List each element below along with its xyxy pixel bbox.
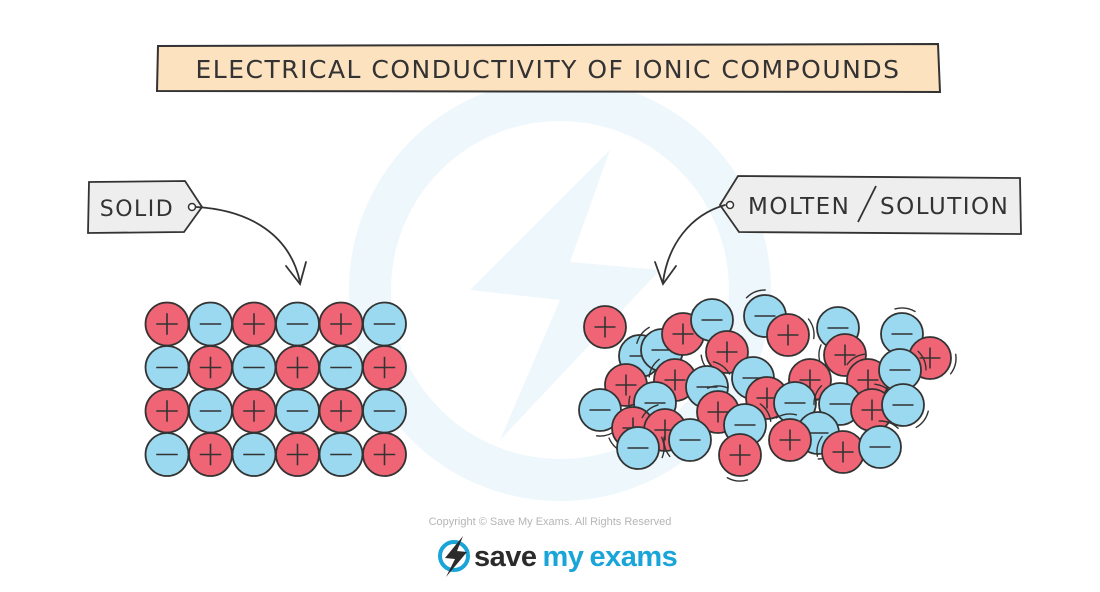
positive-ion xyxy=(231,301,277,347)
motion-line-icon xyxy=(894,307,916,313)
motion-line-icon xyxy=(775,413,798,419)
tag-hole-icon xyxy=(187,202,197,212)
motion-line-icon xyxy=(816,435,823,457)
negative-ion xyxy=(880,307,924,356)
positive-ion xyxy=(362,432,407,477)
motion-line-icon xyxy=(663,436,671,458)
motion-line-icon xyxy=(917,350,927,371)
positive-ion xyxy=(318,388,364,434)
positive-ion xyxy=(766,313,815,357)
molten-solution-tag: MOLTEN SOLUTION xyxy=(718,175,1022,235)
negative-ion xyxy=(881,383,929,429)
motion-line-icon xyxy=(636,326,650,345)
negative-ion xyxy=(144,432,190,477)
molten-ion-cluster xyxy=(578,289,957,482)
positive-ion xyxy=(144,301,190,347)
negative-ion xyxy=(616,426,665,470)
positive-ion xyxy=(318,301,364,347)
positive-ion xyxy=(362,345,407,390)
negative-ion xyxy=(144,345,190,390)
solid-tag: SOLID xyxy=(87,180,204,234)
watermark-logo-icon xyxy=(349,79,771,501)
motion-line-icon xyxy=(759,403,772,422)
positive-ion xyxy=(275,345,320,390)
positive-ion xyxy=(188,345,233,390)
motion-line-icon xyxy=(661,436,665,459)
positive-ion xyxy=(718,433,762,482)
positive-ion xyxy=(583,305,627,349)
motion-line-icon xyxy=(648,358,660,378)
solid-ionic-lattice xyxy=(144,301,407,477)
negative-ion xyxy=(231,345,277,390)
solution-label: SOLUTION xyxy=(880,194,1009,220)
title-banner: ELECTRICAL CONDUCTIVITY OF IONIC COMPOUN… xyxy=(155,42,942,94)
motion-line-icon xyxy=(878,420,899,429)
negative-ion xyxy=(231,432,277,477)
negative-ion xyxy=(188,301,233,347)
negative-ion xyxy=(362,301,407,347)
molten-arrow-icon xyxy=(654,204,726,286)
solid-label: SOLID xyxy=(100,197,174,222)
slash-divider xyxy=(857,185,877,223)
negative-ion xyxy=(858,420,902,469)
motion-line-icon xyxy=(641,404,659,419)
motion-line-icon xyxy=(726,477,749,482)
negative-ion xyxy=(318,345,364,390)
lightning-logo-icon xyxy=(438,536,470,577)
motion-line-icon xyxy=(915,410,929,429)
motion-line-icon xyxy=(846,353,866,366)
logo-word-my: my xyxy=(543,541,584,573)
negative-ion xyxy=(318,432,364,477)
solid-arrow-icon xyxy=(195,206,307,286)
copyright-text: Copyright © Save My Exams. All Rights Re… xyxy=(429,516,672,528)
positive-ion xyxy=(768,413,812,462)
motion-line-icon xyxy=(813,385,823,406)
positive-ion xyxy=(144,388,190,434)
motion-line-icon xyxy=(807,318,815,340)
positive-ion xyxy=(188,432,233,477)
logo-word-save: save xyxy=(474,541,537,573)
motion-line-icon xyxy=(706,385,729,389)
negative-ion xyxy=(275,388,320,434)
molten-label: MOLTEN xyxy=(748,194,850,220)
negative-ion xyxy=(362,388,407,434)
tag-hole-icon xyxy=(725,200,735,210)
negative-ion xyxy=(275,301,320,347)
positive-ion xyxy=(275,432,320,477)
logo-word-exams: exams xyxy=(589,541,677,573)
motion-line-icon xyxy=(712,361,731,375)
positive-ion xyxy=(231,388,277,434)
motion-line-icon xyxy=(745,289,766,299)
motion-line-icon xyxy=(949,353,957,375)
negative-ion xyxy=(663,418,712,462)
page-title: ELECTRICAL CONDUCTIVITY OF IONIC COMPOUN… xyxy=(196,55,901,84)
negative-ion xyxy=(188,388,233,434)
